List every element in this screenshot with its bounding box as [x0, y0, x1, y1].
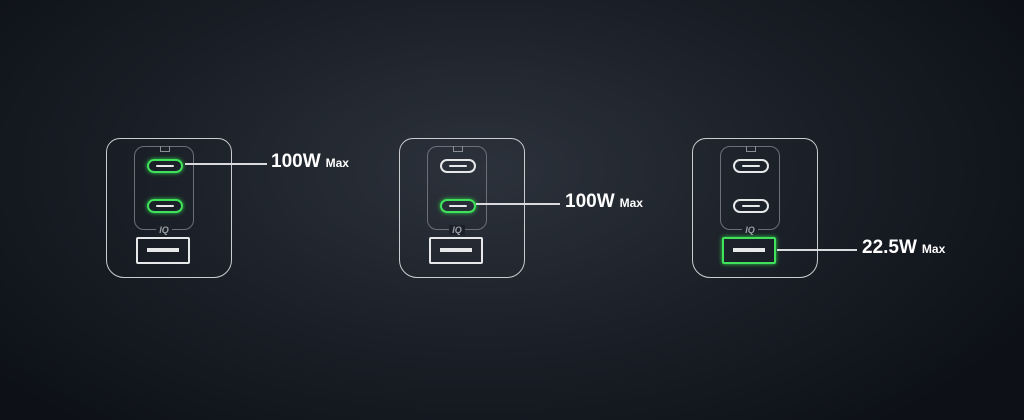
laptop-icon	[746, 146, 756, 152]
usb-a-port	[722, 237, 776, 264]
usb-c-group: IQ	[427, 146, 487, 235]
charger-1: IQ	[106, 138, 232, 278]
iq-badge: IQ	[156, 225, 172, 235]
usb-a-port	[136, 237, 190, 264]
usb-c-port-2	[733, 199, 769, 213]
charger-2: IQ	[399, 138, 525, 278]
laptop-icon	[160, 146, 170, 152]
callout-line	[476, 203, 560, 205]
callout-line	[185, 163, 267, 165]
usb-c-group: IQ	[720, 146, 780, 235]
usb-c-group: IQ	[134, 146, 194, 235]
usb-c-port-2	[147, 199, 183, 213]
usb-a-port	[429, 237, 483, 264]
laptop-icon	[453, 146, 463, 152]
usb-c-port-1	[440, 159, 476, 173]
usb-c-port-1	[733, 159, 769, 173]
usb-c-port-2	[440, 199, 476, 213]
charger-3: IQ	[692, 138, 818, 278]
iq-badge: IQ	[742, 225, 758, 235]
usb-c-port-1	[147, 159, 183, 173]
callout-line	[777, 249, 857, 251]
iq-badge: IQ	[449, 225, 465, 235]
